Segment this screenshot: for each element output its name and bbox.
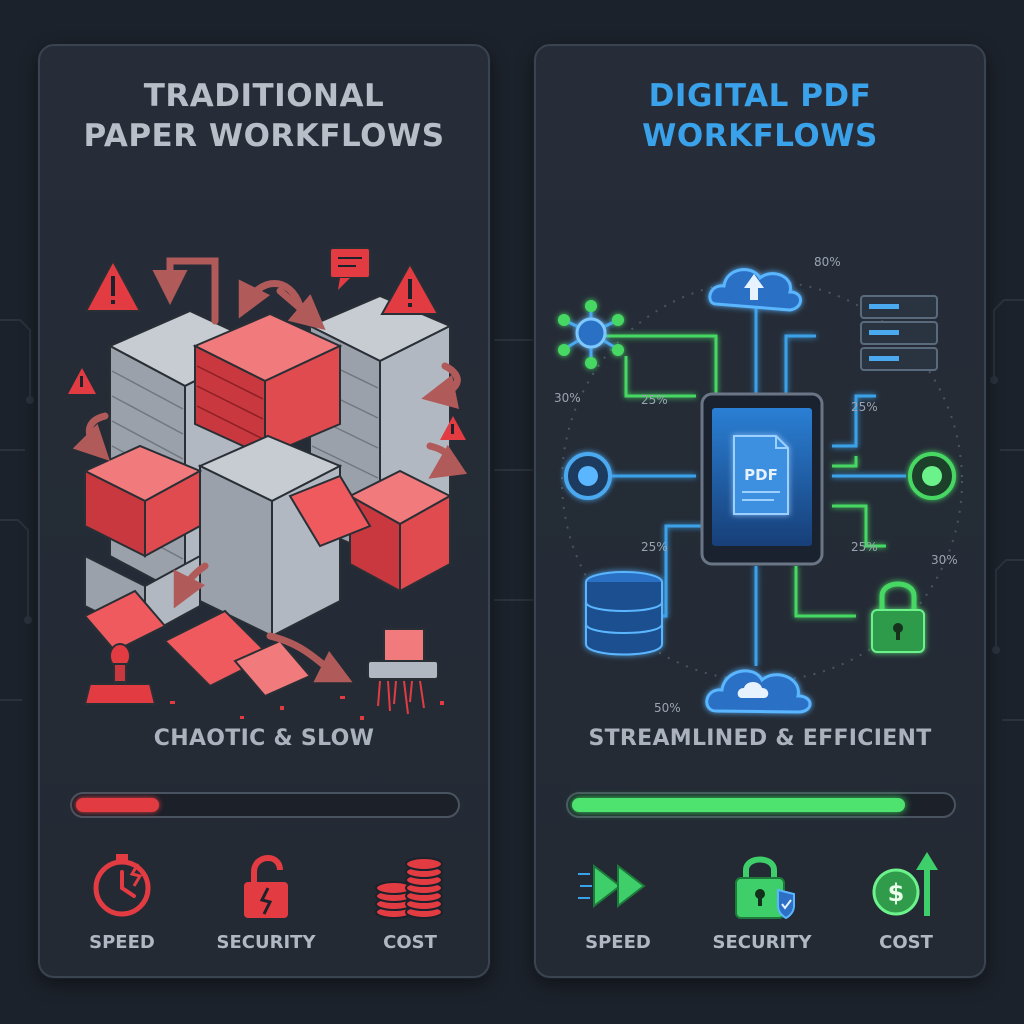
metric-security: SECURITY <box>692 844 832 964</box>
traditional-caption: CHAOTIC & SLOW <box>153 726 375 751</box>
percent-label: 25% <box>641 540 668 554</box>
percent-label: 30% <box>554 391 581 405</box>
metric-label: SPEED <box>585 932 651 953</box>
metric-label: SPEED <box>89 932 155 953</box>
metric-label: COST <box>879 932 933 953</box>
red-paper-stack-center <box>192 312 343 638</box>
metric-cost: $ COST <box>836 844 976 964</box>
stopwatch-broken-icon <box>93 854 151 917</box>
percent-label: 80% <box>814 255 841 269</box>
digital-title: DIGITAL PDF WORKFLOWS <box>536 76 984 156</box>
metric-cost: COST <box>340 844 480 964</box>
metric-label: SECURITY <box>216 932 316 953</box>
rubber-stamp-icon <box>83 643 157 705</box>
digital-panel: DIGITAL PDF WORKFLOWS <box>534 44 986 978</box>
svg-text:$: $ <box>888 879 905 907</box>
cloud-icon <box>705 669 812 714</box>
traditional-metrics: SPEED SECURITY COST <box>40 844 492 964</box>
metric-speed: SPEED <box>548 844 688 964</box>
title-line-2: WORKFLOWS <box>642 118 878 154</box>
traditional-progress-bar <box>70 792 460 818</box>
chat-bubble-icon <box>329 247 371 290</box>
metric-label: SECURITY <box>712 932 812 953</box>
digital-network-illustration: PDF <box>554 255 963 715</box>
percent-label: 50% <box>654 701 681 715</box>
node-circle-icon <box>564 452 612 500</box>
red-paper-stack-right <box>347 469 453 593</box>
progress-fill <box>76 798 159 812</box>
server-rack-icon <box>860 295 938 371</box>
warning-icon <box>84 258 142 312</box>
coin-stack-icon <box>375 857 443 919</box>
percent-label: 25% <box>851 400 878 414</box>
metric-label: COST <box>383 932 437 953</box>
padlock-icon <box>871 581 925 653</box>
broken-padlock-icon <box>244 854 288 918</box>
traditional-panel: TRADITIONAL PAPER WORKFLOWS <box>38 44 490 978</box>
padlock-shield-icon <box>735 856 795 920</box>
digital-caption: STREAMLINED & EFFICIENT <box>588 726 932 751</box>
metric-speed: SPEED <box>52 844 192 964</box>
cloud-upload-icon <box>708 268 802 312</box>
progress-fill <box>572 798 905 812</box>
traditional-title: TRADITIONAL PAPER WORKFLOWS <box>40 76 488 156</box>
confetti-scraps <box>170 696 444 720</box>
warning-icon <box>68 368 96 394</box>
dollar-coin-arrow-up-icon: $ <box>872 852 938 916</box>
warning-icon <box>380 261 440 315</box>
flying-red-sheets <box>83 474 372 698</box>
hub-network-icon <box>558 300 624 369</box>
fast-forward-icon <box>578 863 646 909</box>
tablet-device: PDF <box>700 392 824 566</box>
warning-icon <box>440 416 466 440</box>
pdf-document-icon <box>733 435 789 515</box>
percent-label: 30% <box>931 553 958 567</box>
node-circle-icon <box>908 452 956 500</box>
pdf-label: PDF <box>744 466 778 484</box>
digital-metrics: SPEED SECURITY $ COST <box>536 844 988 964</box>
title-line-1: TRADITIONAL <box>143 78 385 114</box>
percent-labels: 80% 30% 25% 25% 25% 25% 30% 50% <box>554 255 958 715</box>
database-icon <box>585 571 663 656</box>
paper-chaos-illustration <box>68 247 468 720</box>
title-line-1: DIGITAL PDF <box>648 78 872 114</box>
digital-progress-bar <box>566 792 956 818</box>
metric-security: SECURITY <box>196 844 336 964</box>
paper-shredder-icon <box>367 628 439 715</box>
chaotic-arrows <box>72 257 468 683</box>
percent-label: 25% <box>851 540 878 554</box>
title-line-2: PAPER WORKFLOWS <box>83 118 445 154</box>
percent-label: 25% <box>641 393 668 407</box>
